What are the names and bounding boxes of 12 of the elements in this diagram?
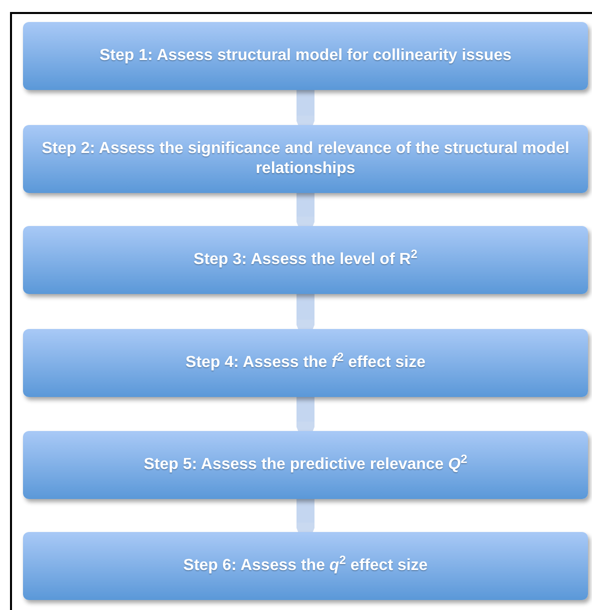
step-text: Step 1: Assess structural model for collinearity issues	[100, 46, 512, 66]
step-text: Step 5: Assess the predictive relevance Q$^{2}$	[144, 455, 468, 475]
step-box	[23, 431, 588, 499]
step-box	[23, 125, 588, 193]
step-box	[23, 22, 588, 90]
step-box	[23, 532, 588, 600]
step-box	[23, 226, 588, 294]
step-text: Step 2: Assess the significance and relevance of the structural model relationships	[40, 139, 570, 179]
step-text: Step 4: Assess the f$^{2}$ effect size	[186, 353, 426, 373]
step-text: Step 6: Assess the q$^{2}$ effect size	[183, 556, 428, 576]
step-box	[23, 329, 588, 397]
step-text: Step 3: Assess the level of R$^{2}$	[194, 250, 418, 270]
